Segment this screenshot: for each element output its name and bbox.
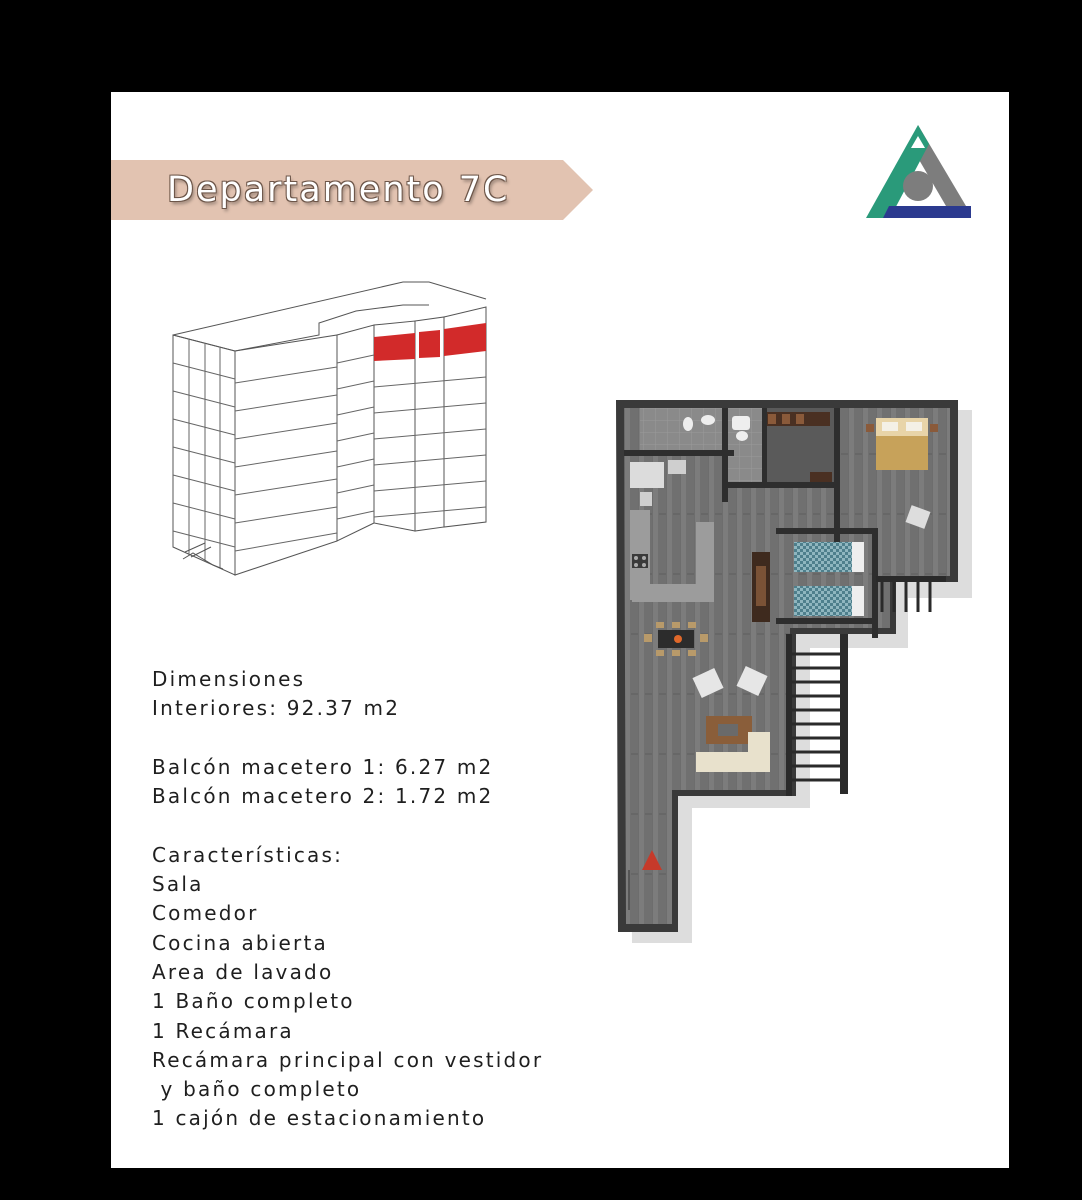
interiores-area: Interiores: 92.37 m2 [152, 696, 401, 721]
dimensions-heading: Dimensiones [152, 667, 306, 691]
feature-item: 1 Recámara [152, 1018, 294, 1043]
balcon-1-area: Balcón macetero 1: 6.27 m2 [152, 754, 494, 779]
feature-item: Area de lavado [152, 959, 334, 984]
feature-item: y baño completo [152, 1077, 362, 1102]
title-banner: Departamento 7C [111, 160, 593, 220]
specs-block: Dimensiones Interiores: 92.37 m2 Balcón … [152, 665, 632, 1134]
page-title: Departamento 7C [167, 170, 510, 210]
feature-item: Recámara principal con vestidor [152, 1047, 544, 1072]
features-heading: Características: [152, 842, 344, 867]
building-elevation-icon [172, 281, 487, 576]
feature-item: Comedor [152, 901, 259, 926]
feature-item: 1 cajón de estacionamiento [152, 1106, 487, 1131]
banner-arrow-shape [111, 160, 593, 220]
floor-plan-icon [616, 400, 972, 943]
triangle-logo-icon [866, 125, 971, 218]
feature-item: 1 Baño completo [152, 989, 355, 1014]
feature-item: Sala [152, 872, 204, 897]
balcon-2-area: Balcón macetero 2: 1.72 m2 [152, 784, 494, 809]
brochure-sheet: Departamento 7C [111, 92, 1009, 1168]
feature-item: Cocina abierta [152, 930, 328, 955]
